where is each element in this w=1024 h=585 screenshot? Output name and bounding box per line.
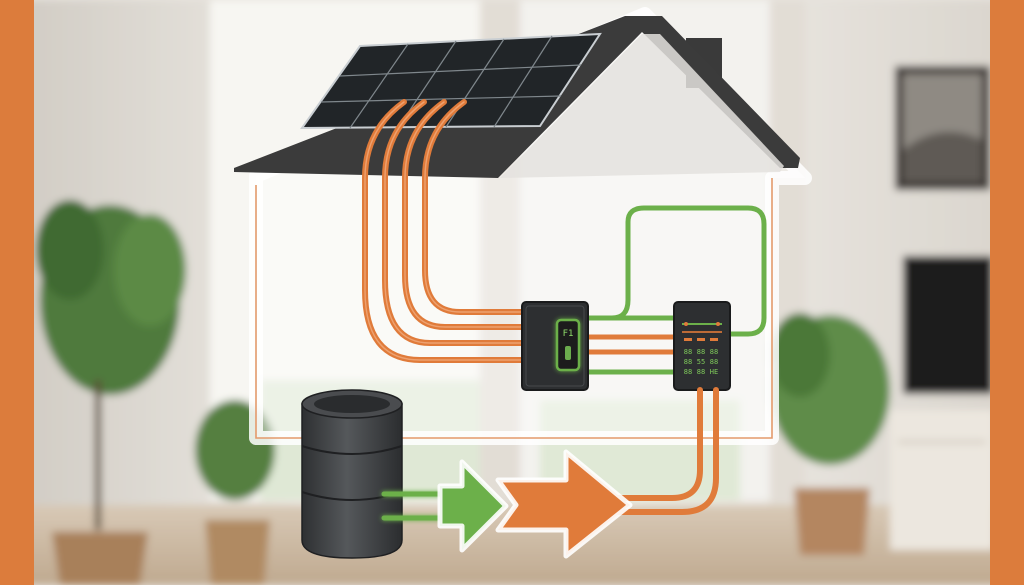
meter-readout: 88 [684, 358, 692, 366]
smart-meter-icon [673, 301, 731, 391]
left-frame-bar [0, 0, 34, 585]
arrow-right-icon [495, 449, 633, 559]
meter-readout: 88 [697, 368, 705, 376]
grid-loop-cable [585, 205, 767, 337]
inverter-display: F1 [563, 329, 574, 339]
meter-readout: 88 [684, 368, 692, 376]
right-frame-bar [990, 0, 1024, 585]
meter-readouts: 88 88 88 88 55 88 88 88 HE [684, 348, 718, 376]
meter-readout: HE [710, 368, 718, 376]
solar-cables-highlight [364, 101, 525, 361]
meter-readout: 88 [710, 358, 718, 366]
meter-readout: 88 [710, 348, 718, 356]
meter-readout: 88 [697, 348, 705, 356]
plug-prongs-icon [381, 491, 443, 521]
meter-output-cables [597, 387, 719, 515]
meter-readout: 55 [697, 358, 705, 366]
meter-readout: 88 [684, 348, 692, 356]
arrow-right-icon [437, 459, 509, 553]
inverter-box-icon [521, 301, 589, 391]
battery-cylinder-icon [301, 389, 403, 559]
